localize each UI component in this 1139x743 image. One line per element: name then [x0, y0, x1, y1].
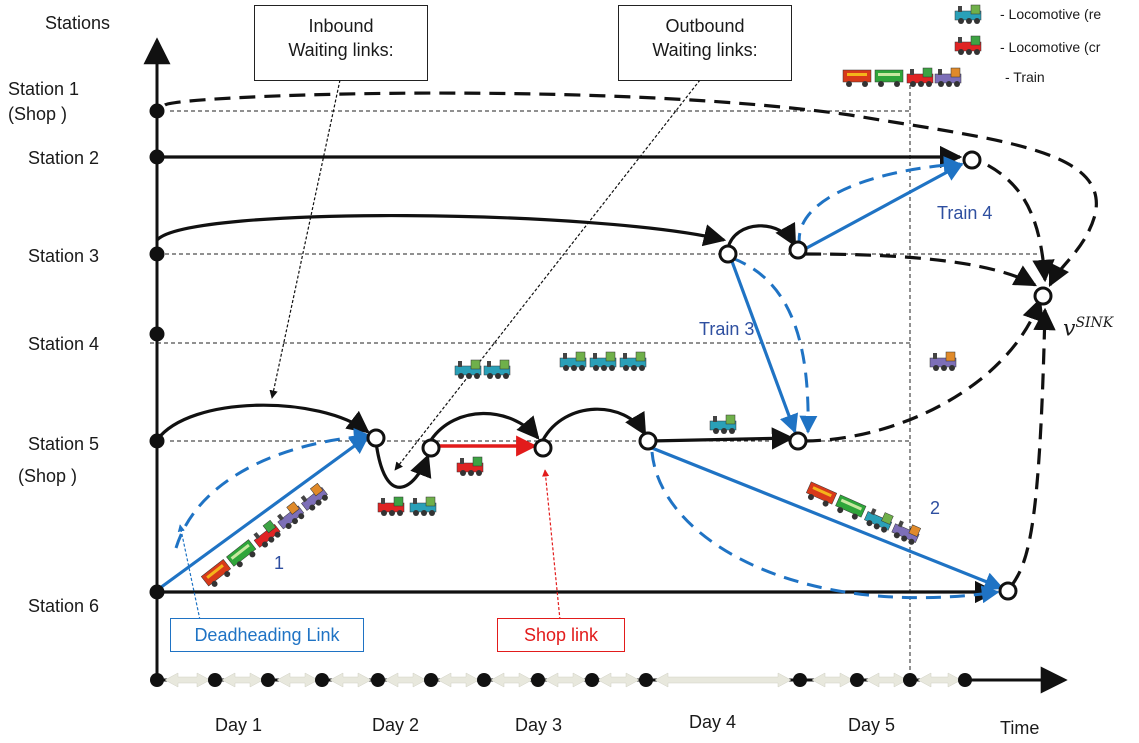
- timeline-arrows: [164, 672, 962, 688]
- train-2-label: 2: [930, 498, 941, 518]
- solid-waiting-links: [155, 145, 998, 604]
- red-locomotive-icon: [954, 35, 982, 56]
- train-icon: [842, 67, 962, 88]
- sink-superscript: SINK: [1075, 315, 1114, 331]
- day-label-5: Day 5: [848, 715, 896, 735]
- blue-locomotive-icon: [954, 4, 982, 25]
- event-nodes: [366, 150, 1053, 601]
- day-label-1: Day 1: [215, 715, 263, 735]
- train-links: [159, 162, 1004, 591]
- train-2-icons: [803, 481, 923, 547]
- train-4-label: Train 4: [937, 203, 993, 223]
- train-3-label: Train 3: [699, 319, 755, 339]
- day-label-2: Day 2: [372, 715, 420, 735]
- station-label-4: Station 4: [28, 334, 100, 354]
- outbound-waiting-callout: Outbound Waiting links:: [618, 5, 792, 81]
- shop-link-callout: Shop link: [497, 618, 625, 652]
- station-note-1: (Shop ): [8, 104, 68, 124]
- outbound-line1: Outbound: [665, 16, 745, 36]
- legend-item-red-locomotive: - Locomotive (cr: [1000, 39, 1101, 55]
- station-label-1: Station 1: [8, 79, 80, 99]
- sink-label: vSINK: [1063, 312, 1113, 340]
- y-axis-title: Stations: [45, 13, 111, 33]
- sink-symbol: v: [1063, 316, 1076, 342]
- sink-links: [164, 91, 1098, 586]
- station-label-5: Station 5: [28, 434, 100, 454]
- inbound-line2: Waiting links:: [288, 40, 394, 60]
- station-nodes: [149, 103, 165, 600]
- day-label-4: Day 4: [689, 712, 737, 732]
- legend-icons: [842, 4, 982, 88]
- station-label-6: Station 6: [28, 596, 100, 616]
- station-label-2: Station 2: [28, 148, 100, 168]
- train-1-label: 1: [274, 553, 285, 573]
- station-note-5: (Shop ): [18, 466, 78, 486]
- sink-node: [1033, 286, 1053, 306]
- deadheading-callout: Deadheading Link: [170, 618, 364, 652]
- legend-item-blue-locomotive: - Locomotive (re: [1000, 6, 1102, 22]
- inbound-waiting-callout: Inbound Waiting links:: [254, 5, 428, 81]
- inbound-line1: Inbound: [308, 16, 374, 36]
- train-1-icons: [200, 482, 331, 591]
- x-axis-title: Time: [1000, 718, 1040, 738]
- outbound-line2: Waiting links:: [652, 40, 758, 60]
- callout-pointers: [177, 79, 701, 621]
- legend-item-train: - Train: [1005, 69, 1045, 85]
- day-label-3: Day 3: [515, 715, 563, 735]
- station-label-3: Station 3: [28, 246, 100, 266]
- timeline-dots: [150, 673, 972, 687]
- deadheading-links: [174, 156, 1000, 604]
